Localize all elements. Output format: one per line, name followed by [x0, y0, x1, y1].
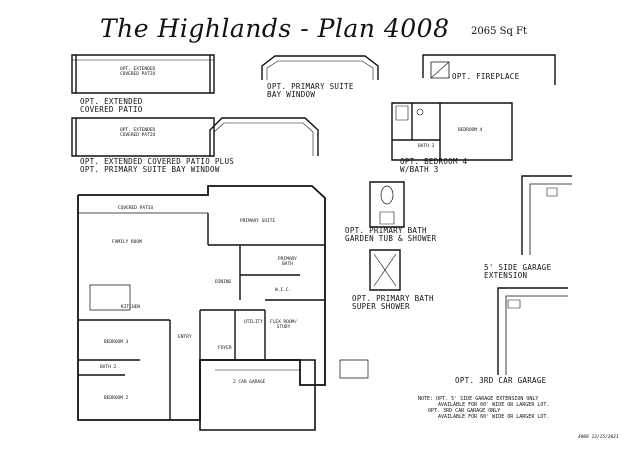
inset-suite-bay — [262, 56, 378, 80]
room-dining: DINING — [215, 280, 232, 285]
inset-super-shower — [370, 250, 400, 290]
inset-extended-patio — [72, 55, 214, 93]
room-flex: FLEX ROOM/STUDY — [270, 320, 298, 330]
room-family-room: FAMILY ROOM — [112, 240, 142, 245]
room-wic: W.I.C. — [275, 288, 292, 293]
inset-garden-tub — [370, 182, 404, 227]
room-bedroom2: BEDROOM 2 — [104, 396, 129, 401]
room-covered-patio: COVERED PATIO — [118, 206, 154, 211]
room-bedroom3: BEDROOM 3 — [104, 340, 129, 345]
label-fireplace: OPT. FIREPLACE — [452, 72, 520, 81]
inset-third-car-garage — [498, 288, 568, 375]
notes: NOTE: OPT. 5' SIDE GARAGE EXTENSION ONLY… — [418, 396, 550, 420]
room-utility: UTILITY — [244, 320, 263, 325]
plan-title: The Highlands - Plan 4008 — [100, 14, 450, 43]
room-kitchen: KITCHEN — [121, 305, 140, 310]
inset-side-garage — [522, 176, 572, 255]
label-third-car: OPT. 3RD CAR GARAGE — [455, 376, 547, 385]
room-foyer: FOYER — [218, 346, 232, 351]
room-entry: ENTRY — [178, 335, 192, 340]
revision-date: 4008 12/15/2021 — [578, 435, 619, 440]
inset-patio-bay — [72, 118, 318, 156]
room-garage: 2 CAR GARAGE — [233, 380, 266, 385]
inset-fireplace — [423, 55, 555, 85]
inset-label-bedroom4: BEDROOM 4 — [458, 128, 483, 133]
room-bath2: BATH 2 — [100, 365, 117, 370]
square-footage: 2065 Sq Ft — [471, 26, 528, 37]
inset-bedroom4 — [392, 103, 512, 160]
main-floor-plan — [78, 186, 368, 430]
inset-label-bath3: BATH 3 — [418, 144, 435, 149]
room-primary-suite: PRIMARY SUITE — [240, 219, 276, 224]
